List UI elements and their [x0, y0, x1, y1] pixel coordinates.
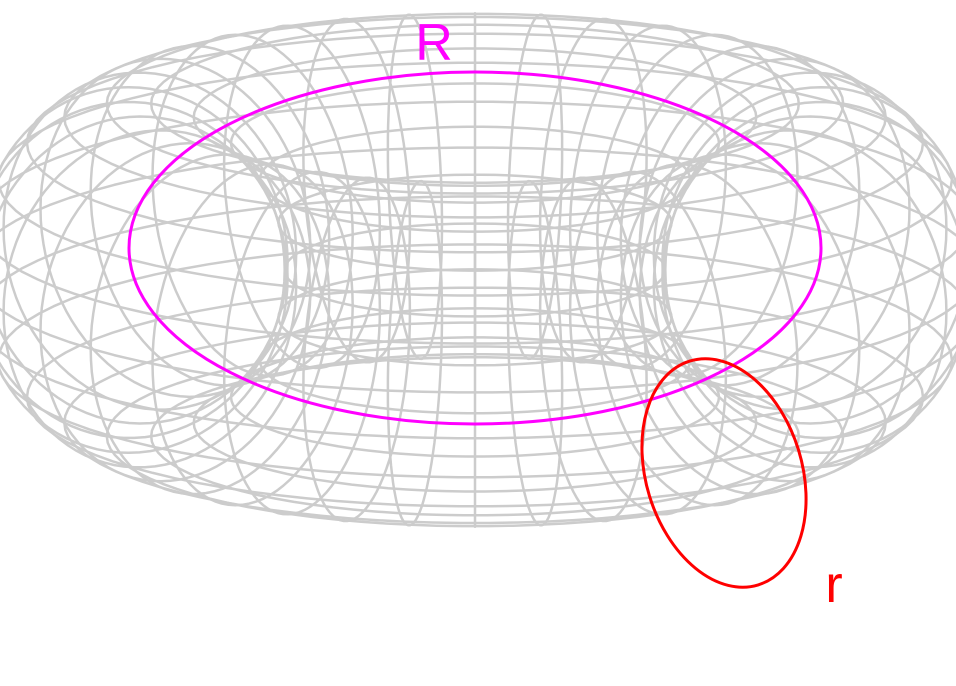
wire-parallel [0, 100, 956, 345]
wire-parallel [25, 286, 925, 508]
wire-parallel [258, 125, 692, 233]
wire-parallel [105, 345, 845, 528]
wire-parallel [0, 243, 954, 479]
wire-parallel [229, 336, 721, 458]
wire-parallel [25, 32, 925, 254]
wire-meridian [2, 129, 298, 469]
wire-parallel [229, 82, 721, 204]
major-radius-label: R [415, 14, 453, 72]
wire-meridian [652, 129, 948, 469]
wire-meridian [2, 71, 298, 411]
wire-parallel [0, 146, 956, 394]
wire-meridian [664, 100, 956, 440]
wire-parallel [192, 47, 758, 188]
torus-wireframe [0, 12, 956, 528]
wire-parallel [258, 307, 692, 415]
major-radius-circle [127, 70, 823, 426]
wire-parallel [0, 195, 956, 440]
wire-parallel [0, 61, 954, 297]
minor-radius-label: r [825, 556, 842, 614]
wire-parallel [149, 356, 801, 517]
wire-parallel [283, 222, 667, 318]
wire-parallel [277, 173, 673, 272]
minor-radius-circle [640, 357, 808, 589]
wire-parallel [192, 352, 758, 493]
wire-parallel [63, 321, 887, 525]
